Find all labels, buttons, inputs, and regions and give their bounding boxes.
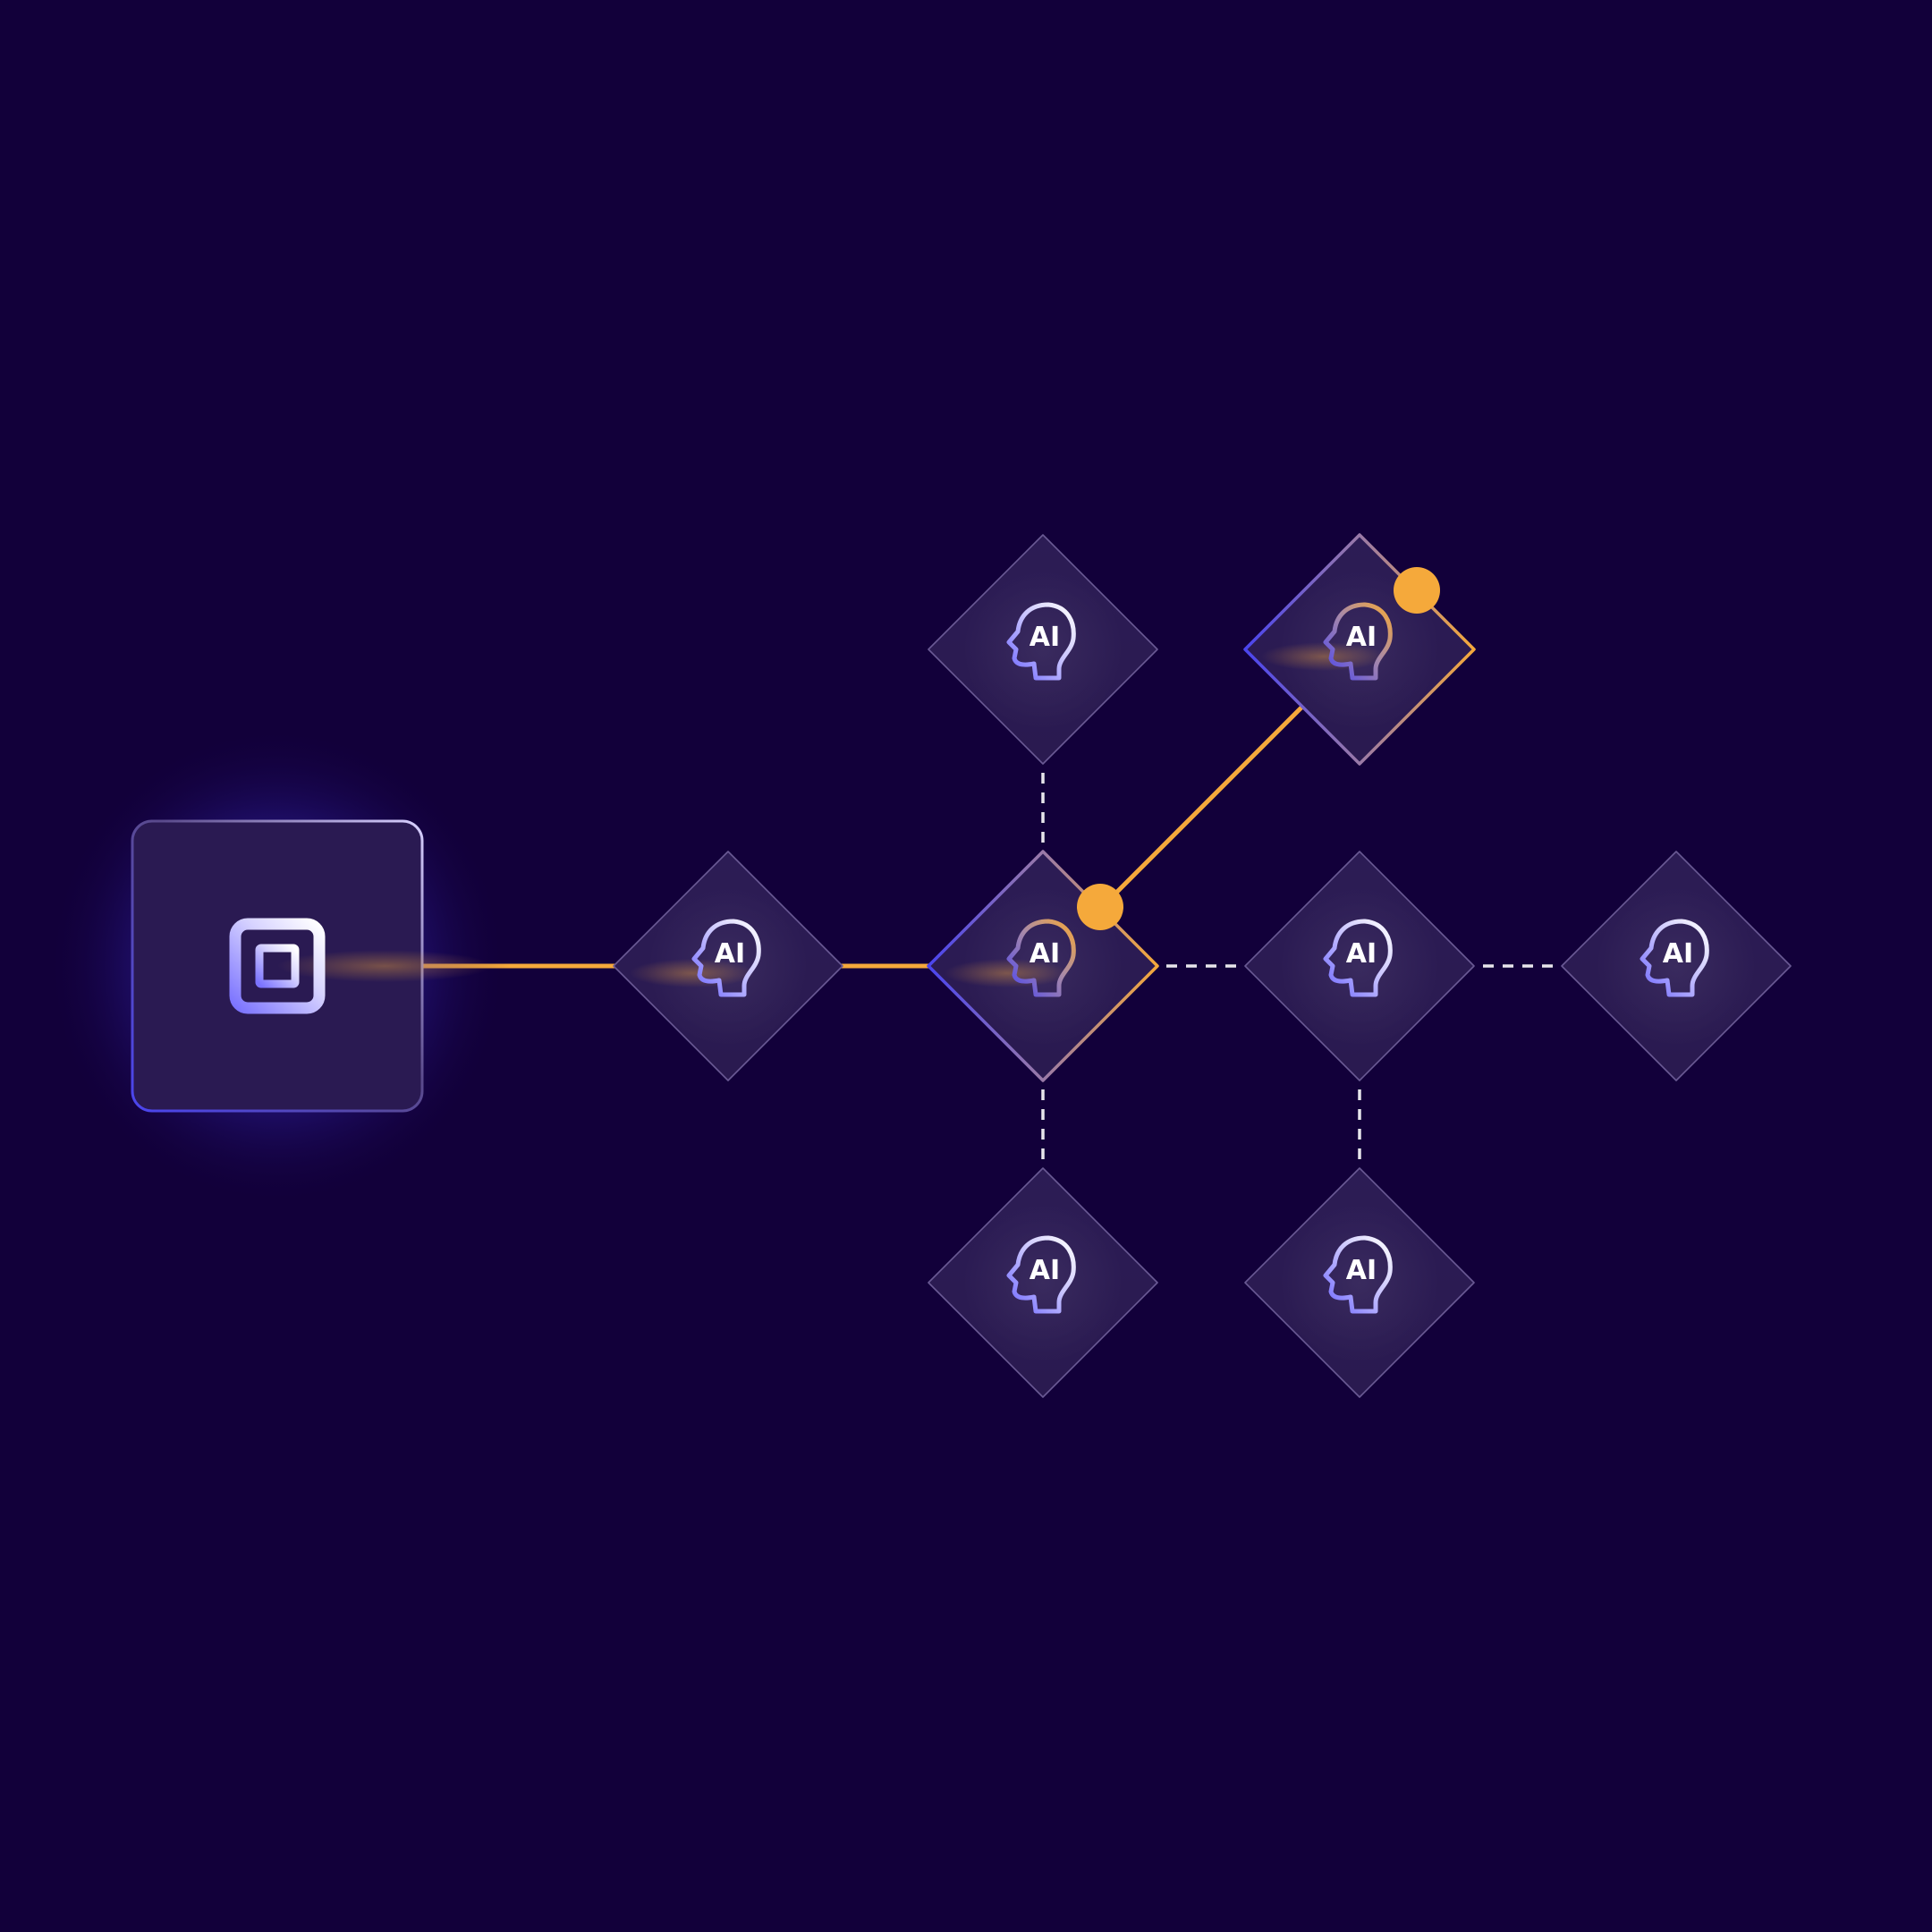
node-label: AI: [1346, 938, 1377, 970]
source-layer: [45, 724, 510, 1208]
tile-sheen: [1596, 886, 1757, 1046]
ai-head-icon: [1640, 919, 1709, 997]
ai-head-icon: [1006, 602, 1076, 681]
node-label: AI: [1346, 622, 1377, 653]
ai-head-icon: [1006, 919, 1076, 997]
tile-sheen: [962, 569, 1123, 730]
ai-agent-node-n6[interactable]: AI: [1244, 1167, 1475, 1398]
node-label: AI: [1663, 938, 1693, 970]
ai-agent-node-n2[interactable]: AI: [928, 534, 1158, 765]
node-label: AI: [1030, 938, 1060, 970]
beam-glow: [1261, 642, 1386, 671]
cpu-chip-icon: [209, 898, 345, 1034]
ai-agent-node-n4[interactable]: AI: [1244, 851, 1475, 1081]
nodes-layer: AI AI AI AI AI AI AI AI: [613, 533, 1792, 1398]
ai-agent-node-n8[interactable]: AI: [1561, 851, 1792, 1081]
active-indicator-dot-upper: [1394, 567, 1440, 614]
ai-head-icon: [1323, 1235, 1393, 1314]
beam-glow: [630, 959, 755, 987]
ai-head-icon: [1323, 919, 1393, 997]
ai-head-icon: [1006, 1235, 1076, 1314]
node-label: AI: [1030, 622, 1060, 653]
indicator-dots-layer: [1077, 567, 1440, 930]
ai-agent-node-n5[interactable]: AI: [928, 1167, 1158, 1398]
tile-sheen: [1279, 886, 1440, 1046]
tile-sheen: [1279, 1202, 1440, 1363]
node-label: AI: [715, 938, 745, 970]
ai-head-icon: [1323, 602, 1393, 681]
beam-glow: [277, 950, 492, 982]
active-indicator-dot-center: [1077, 884, 1123, 930]
node-label: AI: [1346, 1255, 1377, 1286]
tile-sheen: [962, 1202, 1123, 1363]
node-label: AI: [1030, 1255, 1060, 1286]
source-processor-node[interactable]: [131, 819, 492, 1113]
beam-glow: [945, 959, 1070, 987]
ai-agent-node-n1[interactable]: AI: [613, 851, 843, 1081]
ai-head-icon: [691, 919, 761, 997]
